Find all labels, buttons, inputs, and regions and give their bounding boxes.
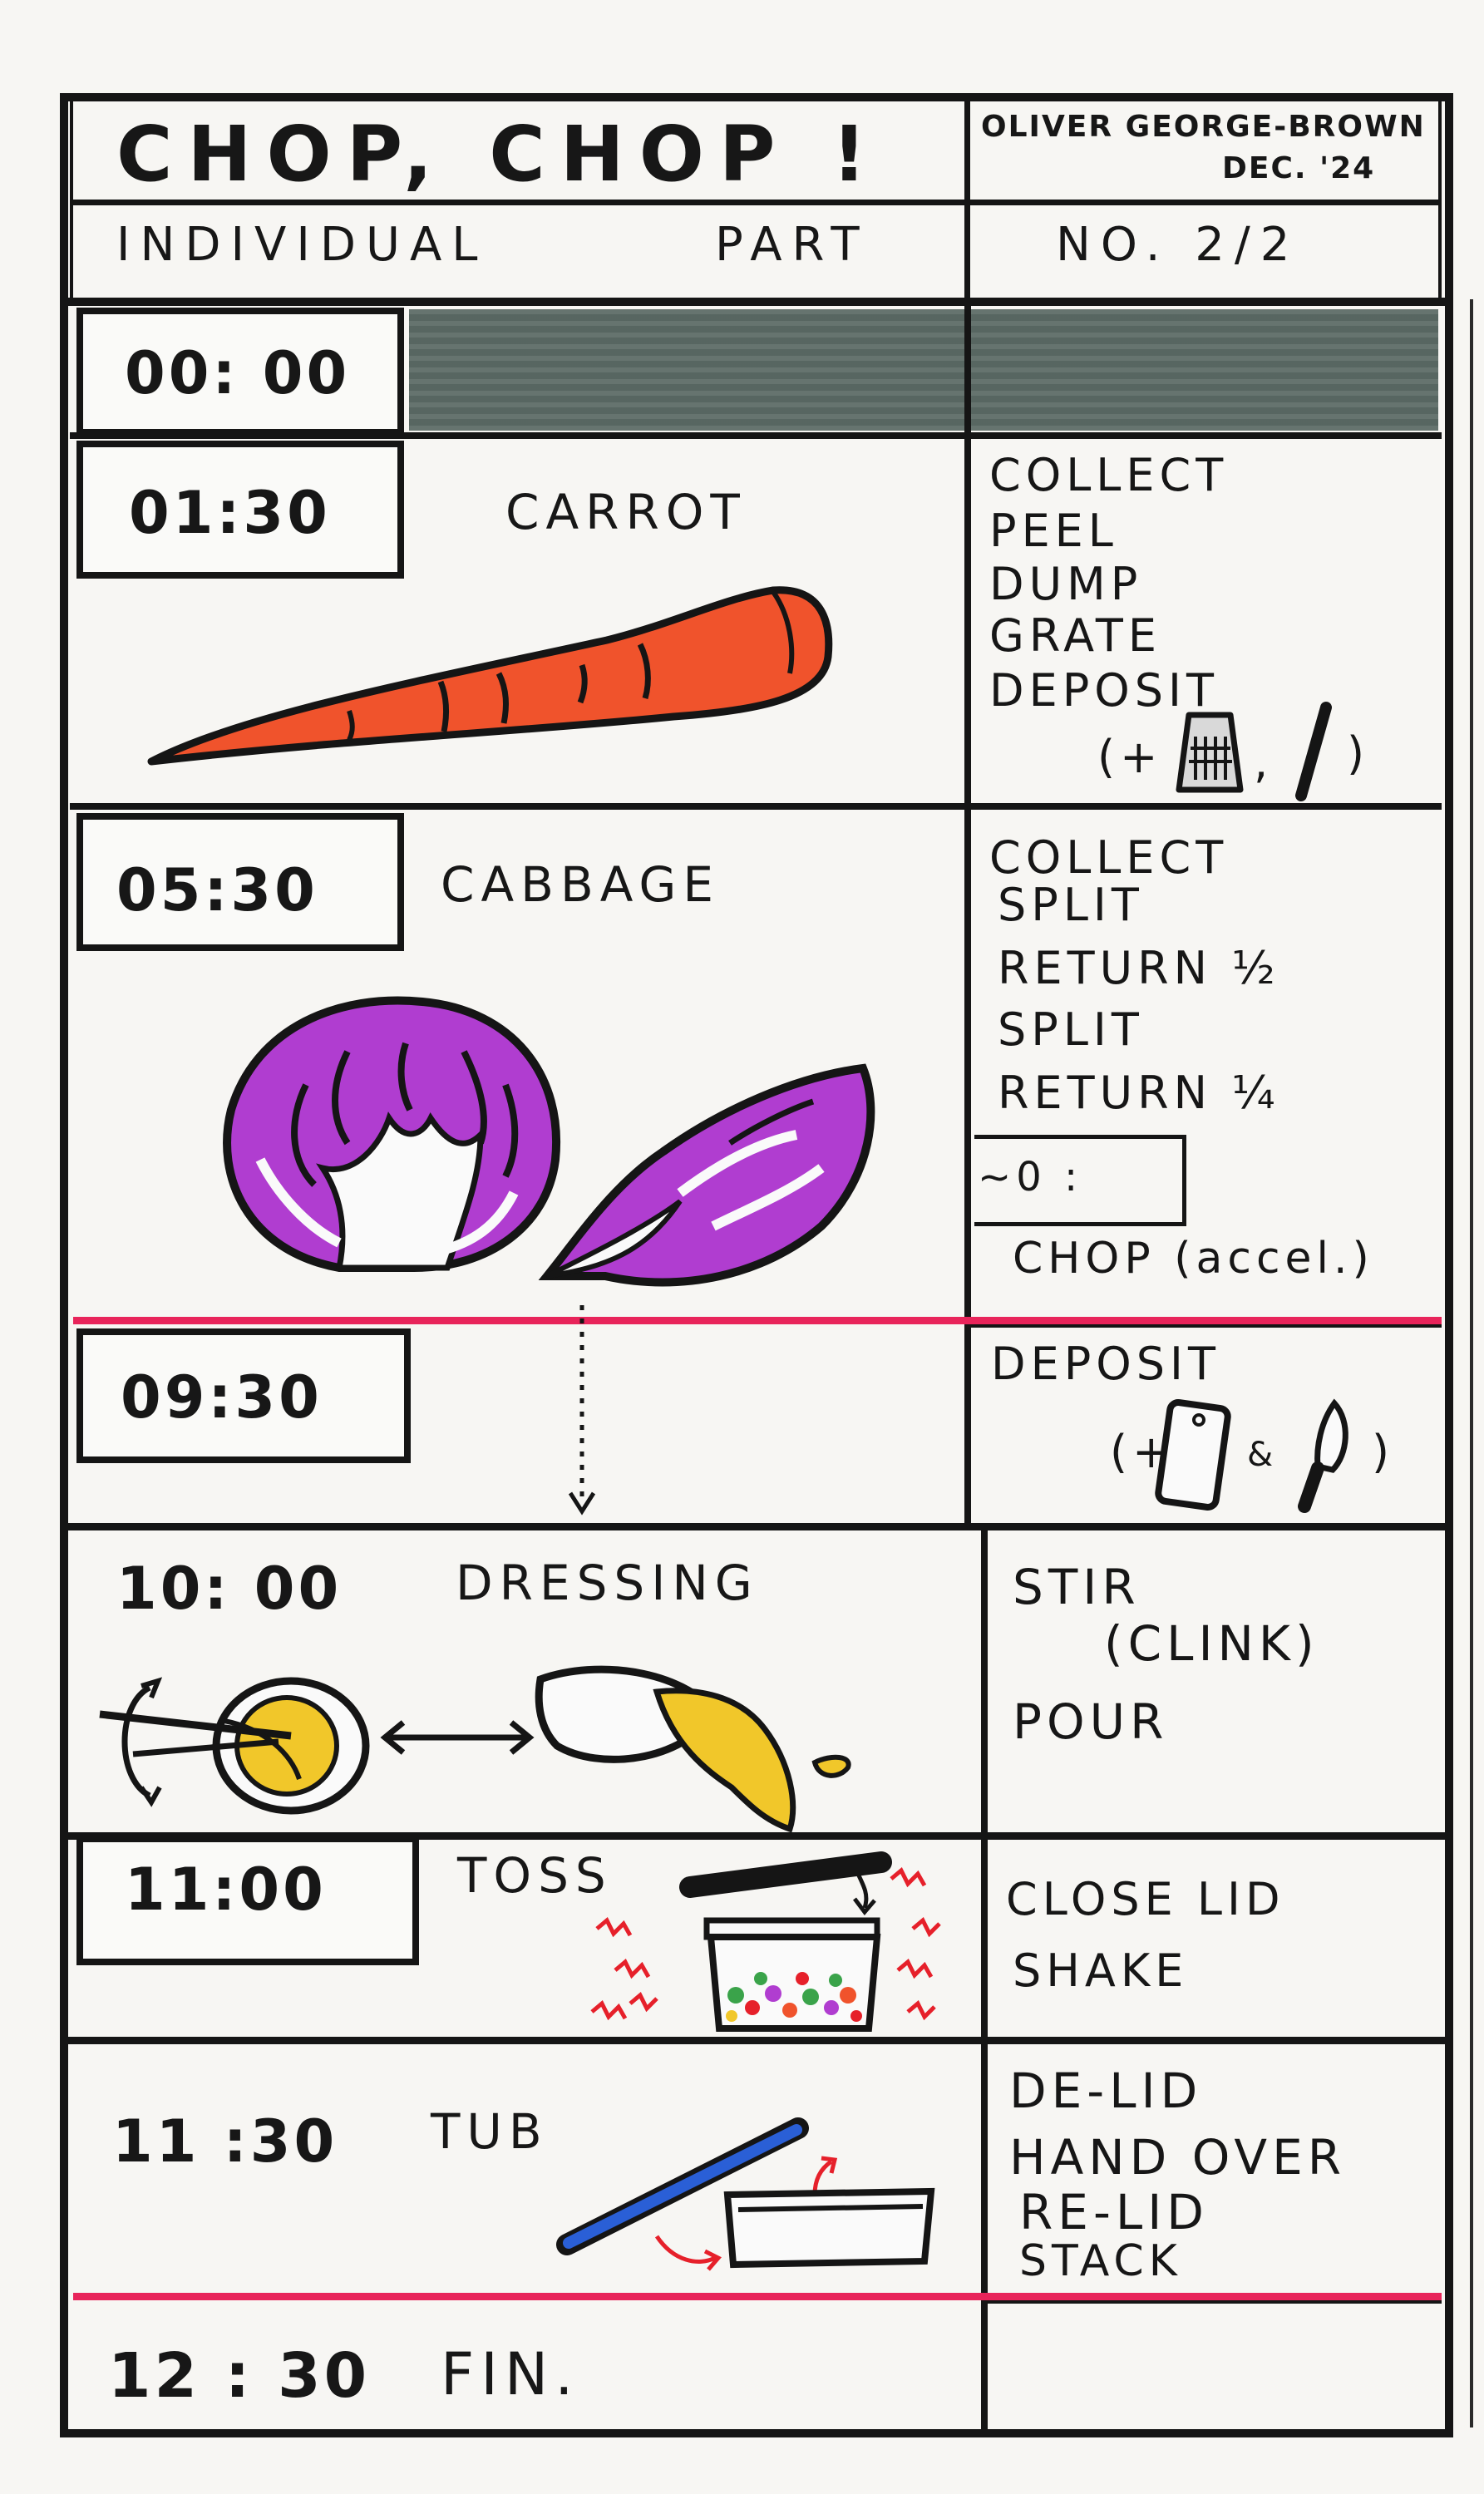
header-bottom-line [60,298,1453,306]
header-divider [70,200,1442,205]
column-divider-lower [981,1528,988,2434]
item-label-carrot: CARROT [505,484,747,540]
grater-icon [1176,712,1244,793]
part-word: PART [715,218,870,272]
author-name: OLIVER GEORGE-BROWN [981,110,1426,144]
row-divider-2 [70,803,1442,810]
step-dressing-2: POUR [1013,1693,1169,1750]
header-shade-streaks [409,309,1438,431]
time-1000: 10: 00 [116,1555,343,1623]
row-divider-7 [988,2300,1442,2304]
step-toss-1: SHAKE [1013,1944,1189,1997]
step-cabbage-4: RETURN ¼ [998,1067,1280,1119]
step-tub-2: RE-LID [1019,2184,1209,2240]
column-divider [964,298,971,1528]
time-1230: 12 : 30 [108,2340,371,2412]
red-divider-2 [73,2293,1442,2300]
time-0130: 01:30 [129,479,331,547]
row-divider-4 [67,1523,1447,1530]
time-box-0130 [76,441,404,579]
step-cabbage-0: COLLECT [989,831,1229,884]
step-cabbage-chop: CHOP (accel.) [1013,1234,1374,1284]
header-shade-bar [409,309,1438,431]
item-label-dressing: DRESSING [456,1555,759,1611]
step-carrot-1: PEEL [989,505,1118,557]
frame-left [60,93,68,2436]
tools-sep-carrot: , [1254,736,1274,788]
carrot-illustration [147,586,833,766]
item-label-tub: TUB [431,2103,549,2160]
step-tub-1: HAND OVER [1009,2129,1347,2186]
timer-box [974,1135,1186,1226]
time-1100: 11:00 [125,1856,327,1924]
row-divider-6 [67,2037,1447,2044]
step-toss-0: CLOSE LID [1006,1873,1285,1925]
part-label: INDIVIDUAL [116,218,488,272]
row-divider-1 [70,432,1442,439]
item-label-fin: FIN. [441,2340,580,2408]
frame-top [60,93,1453,101]
tools-close-carrot: ) [1347,727,1370,780]
step-dressing-1: (CLINK) [1104,1615,1319,1672]
tools-open-carrot: (+ [1097,731,1163,783]
step-carrot-3: GRATE [989,609,1162,662]
item-label-toss: TOSS [457,1847,613,1904]
time-0930: 09:30 [121,1363,323,1432]
frame-bottom [60,2429,1453,2437]
dotted-arrow [568,1305,596,1516]
shaker-tub-illustration [590,1851,941,2032]
peeler-icon [1295,702,1332,801]
part-number: NO. 2/2 [1056,218,1300,272]
time-0000: 00: 00 [125,339,351,407]
lid-tub-illustration [556,2117,935,2271]
pouring-bowl-illustration [535,1665,851,1833]
step-tub-3: STACK [1019,2236,1182,2286]
author-date: DEC. '24 [1222,151,1376,185]
step-tub-0: DE-LID [1009,2063,1203,2119]
step-cabbage-3: SPLIT [998,1003,1144,1056]
cutting-board-icon [1155,1399,1231,1511]
page-title: CHOP, CHOP ! [116,110,882,199]
whisk-bowl-illustration [99,1677,370,1815]
tools-sep-deposit: & [1247,1436,1279,1474]
step-carrot-2: DUMP [989,558,1143,610]
cabbage-illustration [223,996,875,1287]
time-box-0530 [76,813,404,951]
time-box-1100 [76,1836,419,1965]
time-box-0930 [76,1328,411,1463]
next-page-edge [1470,299,1473,2427]
red-divider-1 [73,1317,1442,1324]
time-1130: 11 :30 [112,2107,338,2176]
knife-icon [1298,1398,1348,1513]
tools-close-deposit: ) [1372,1426,1395,1478]
step-carrot-4: DEPOSIT [989,664,1219,717]
row-divider-3 [971,1324,1442,1328]
step-cabbage-2: RETURN ½ [998,942,1280,994]
step-cabbage-1: SPLIT [998,879,1144,931]
item-label-cabbage: CABBAGE [441,856,721,913]
shade-divider [964,309,971,431]
step-dressing-0: STIR [1013,1559,1141,1615]
frame-right [1445,93,1453,2436]
timer-value: ~0 : [978,1154,1083,1200]
row-divider-5 [67,1832,1447,1840]
step-carrot-0: COLLECT [989,449,1229,501]
step-deposit: DEPOSIT [991,1338,1220,1390]
time-0530: 05:30 [116,856,318,924]
double-arrow [380,1720,535,1755]
